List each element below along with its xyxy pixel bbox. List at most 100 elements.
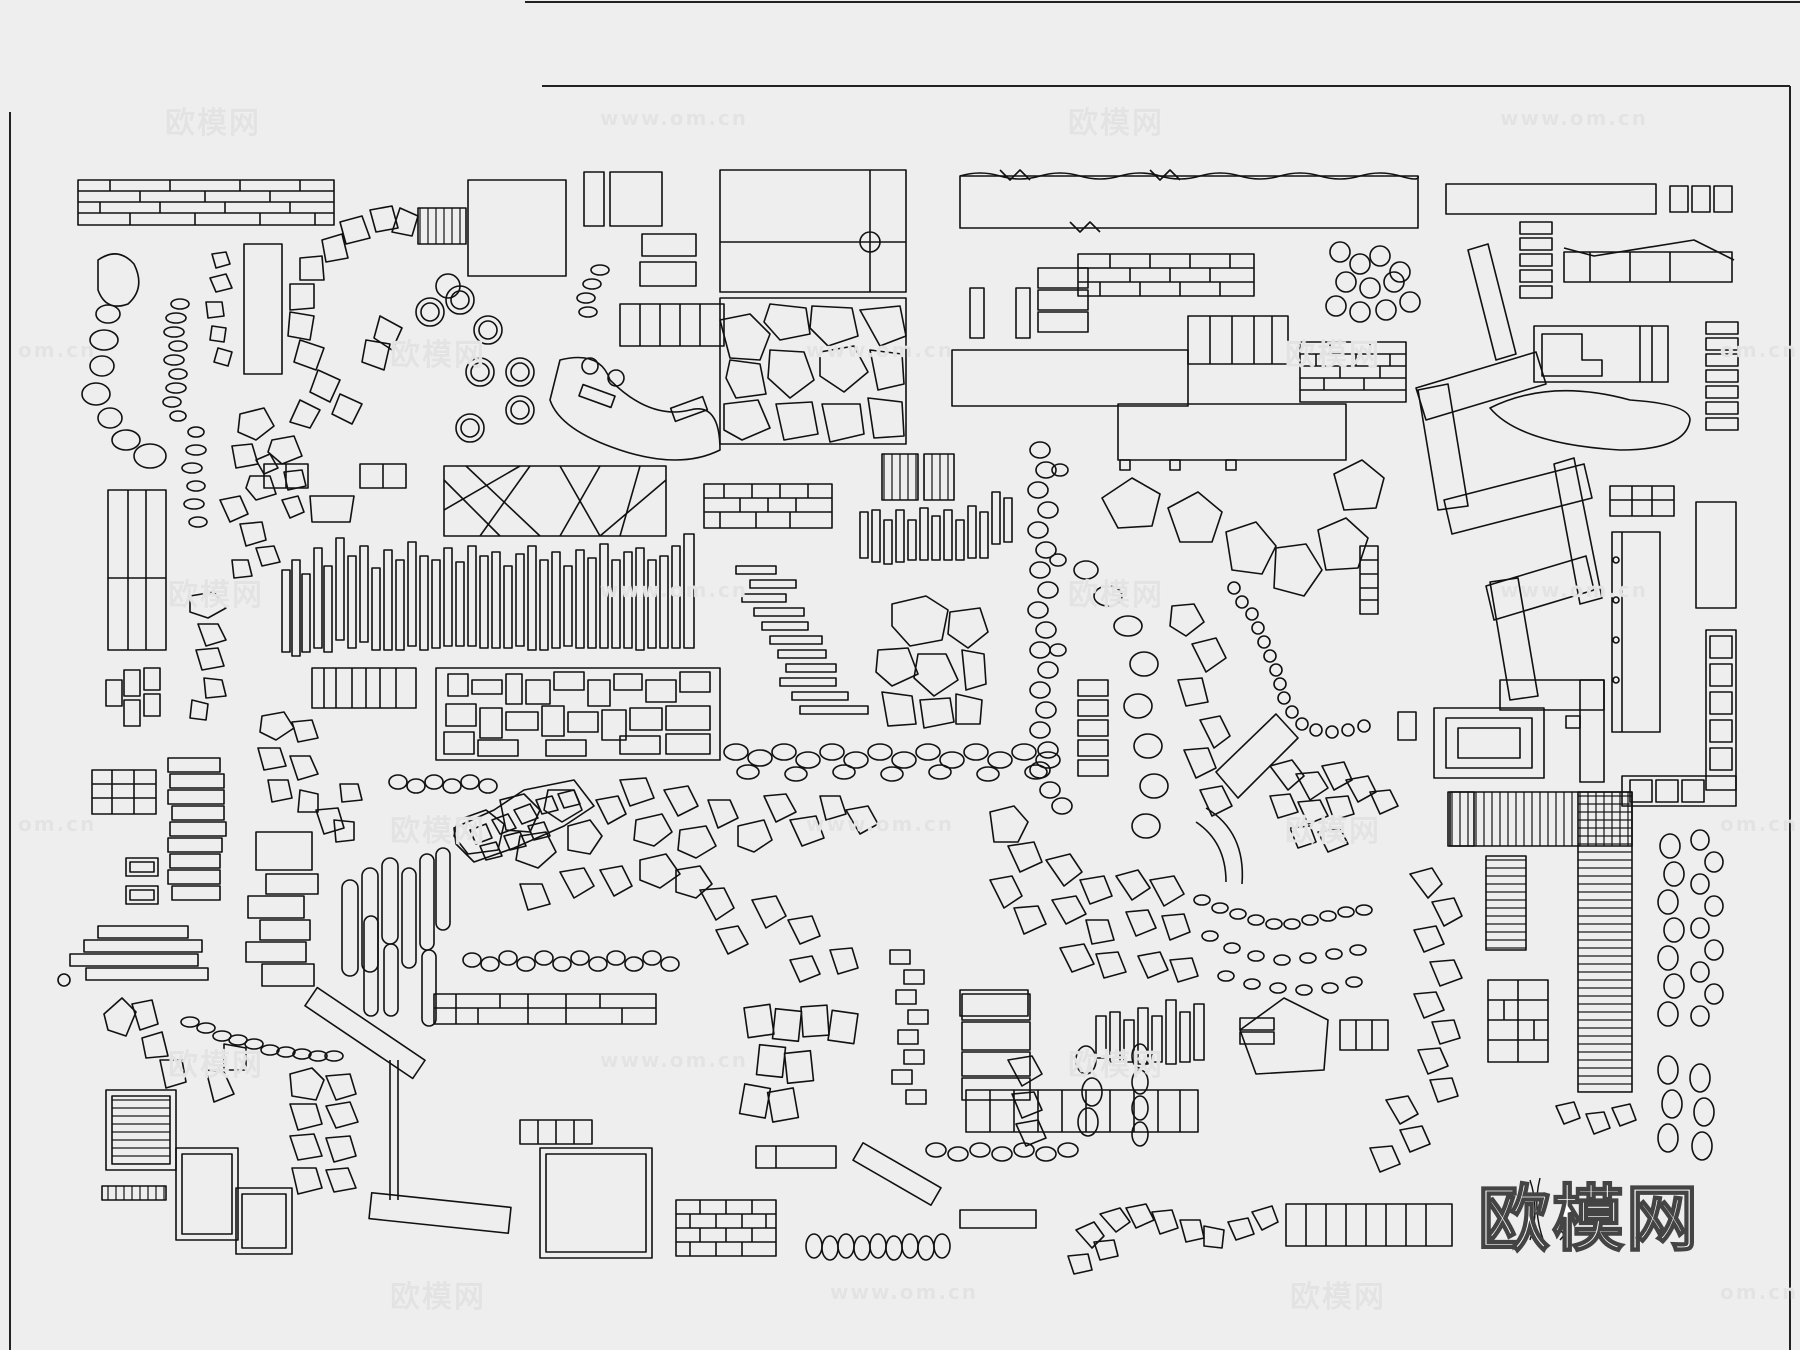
plank-column-left [107,489,167,651]
watermark-logo: 欧模网 [1068,578,1164,613]
watermark-url: om.cn [18,338,97,362]
rect-stack-lower-mid [961,993,1275,1101]
watermark-url: www.om.cn [600,106,749,130]
watermark-url: www.om.cn [1500,106,1649,130]
large-square-pad [519,1119,653,1259]
watermark-url: om.cn [18,812,97,836]
stone-arc [287,205,419,429]
plank-stack-bottom-left [57,925,209,987]
dense-stone-diagonal [453,779,595,863]
flagstone-drift-middle [453,777,879,983]
watermark-logo: 欧模网 [390,814,486,849]
small-stones-column [205,243,283,375]
stone-cluster-c [257,711,363,843]
pebble-bands-bottom [805,1142,1079,1261]
stone-panel-bottom-left [289,1067,359,1195]
watermark-logo: 欧模网 [1068,1048,1164,1083]
l-shaped-boardwalk [1415,243,1691,783]
watermark-url: www.om.cn [600,1048,749,1072]
watermark-url: om.cn [1720,338,1799,362]
watermark-url: www.om.cn [806,338,955,362]
watermark-url: www.om.cn [600,578,749,602]
brick-strip-top-left [77,179,335,226]
planter-boxes-bottom-left [101,1089,293,1255]
small-paver-set [91,667,161,905]
slab-stack-lower-center [959,989,1199,1133]
pebble-column-right-edge [1657,829,1724,1161]
brick-panel-mid [703,453,955,529]
tree-marks [1529,1177,1571,1243]
stone-field-lower-right [989,805,1199,983]
stone-cluster-bottom-left [103,997,344,1103]
stacked-stone-wall [1299,341,1407,403]
pebble-band-horizontal [723,743,1061,782]
tilted-paver-group [738,1003,859,1123]
watermark-logo: 欧模网 [1068,106,1164,141]
planter-pots [415,273,535,443]
watermark-logo: 欧模网 [1290,1280,1386,1315]
stone-mosaic-small [875,595,989,729]
wavy-stone-path-bottom [1067,1203,1279,1275]
brick-block-bottom [675,1199,777,1257]
pebble-strip-b [388,774,680,972]
watermark-url: om.cn [1720,812,1799,836]
staggered-planks [735,565,869,715]
pebble-band-vertical [1027,441,1073,815]
small-block-row [311,667,417,709]
brick-strip-top-right [1077,253,1255,297]
plank-cluster-lower [1095,999,1205,1065]
diagonal-pattern-panel [443,465,667,537]
small-flagstone-cluster [1269,759,1399,853]
pebble-arc [1227,581,1371,739]
plank-row-bottom [1285,1203,1453,1247]
watermark-url: www.om.cn [830,1280,979,1304]
top-right-rect-group [1445,183,1735,299]
pebble-strip-left [162,298,208,528]
mixed-paver-block [1487,979,1549,1063]
vertical-wood-strips [281,533,695,657]
long-diagonal-slab [304,986,512,1235]
stone-cluster-b [189,591,227,721]
stone-mosaic-panel [719,297,907,445]
stepping-stones-right-center [1073,560,1233,839]
nested-rect-pool [1397,707,1581,779]
brand-logo-text: 欧模网 [1477,1176,1701,1262]
vertical-stone-columns [1007,1043,1149,1147]
rounded-wood-strips [341,847,451,1027]
watermark-url: www.om.cn [806,812,955,836]
paver-small-groups [263,463,407,523]
deck-boardwalk-bottom-right [1447,791,1633,1093]
short-plank-rows [859,491,1013,565]
rect-group-top [583,169,907,293]
pentagon-chain [1101,459,1385,597]
diagonal-bridge [1195,713,1299,885]
watermark-logo: 欧模网 [390,338,486,373]
square-frame-tiles [1621,629,1737,807]
step-squares-lower [889,949,929,1105]
watermark-logo: 欧模网 [168,578,264,613]
watermark-logo: 欧模网 [1285,338,1381,373]
drawing-frame [9,1,1800,1350]
block-grid-stone-panel [435,667,721,761]
irregular-stone-right-lower [1369,867,1637,1173]
watermark-url: om.cn [1720,1280,1799,1304]
pentagon-paver [1239,997,1389,1075]
watermark-logo: 欧模网 [165,106,261,141]
watermark-url: www.om.cn [1500,578,1649,602]
stair-and-square-pad [417,179,567,277]
rock-cluster-top-right [1325,241,1421,323]
watermark-logo: 欧模网 [1285,814,1381,849]
long-edge-strip [959,169,1419,233]
watermark-logo: 欧模网 [168,1048,264,1083]
stone-column-left [81,253,167,469]
diagonal-pebble-path [755,1142,1037,1229]
right-edge-slabs [1609,321,1739,733]
step-pads-column [1077,545,1379,777]
rect-column [245,831,319,987]
watermark-logo: 欧模网 [390,1280,486,1315]
tile-strip-row [433,993,657,1025]
stacked-slabs [167,757,227,901]
garden-bed-outline [549,264,725,461]
stone-cluster-a [219,407,307,579]
